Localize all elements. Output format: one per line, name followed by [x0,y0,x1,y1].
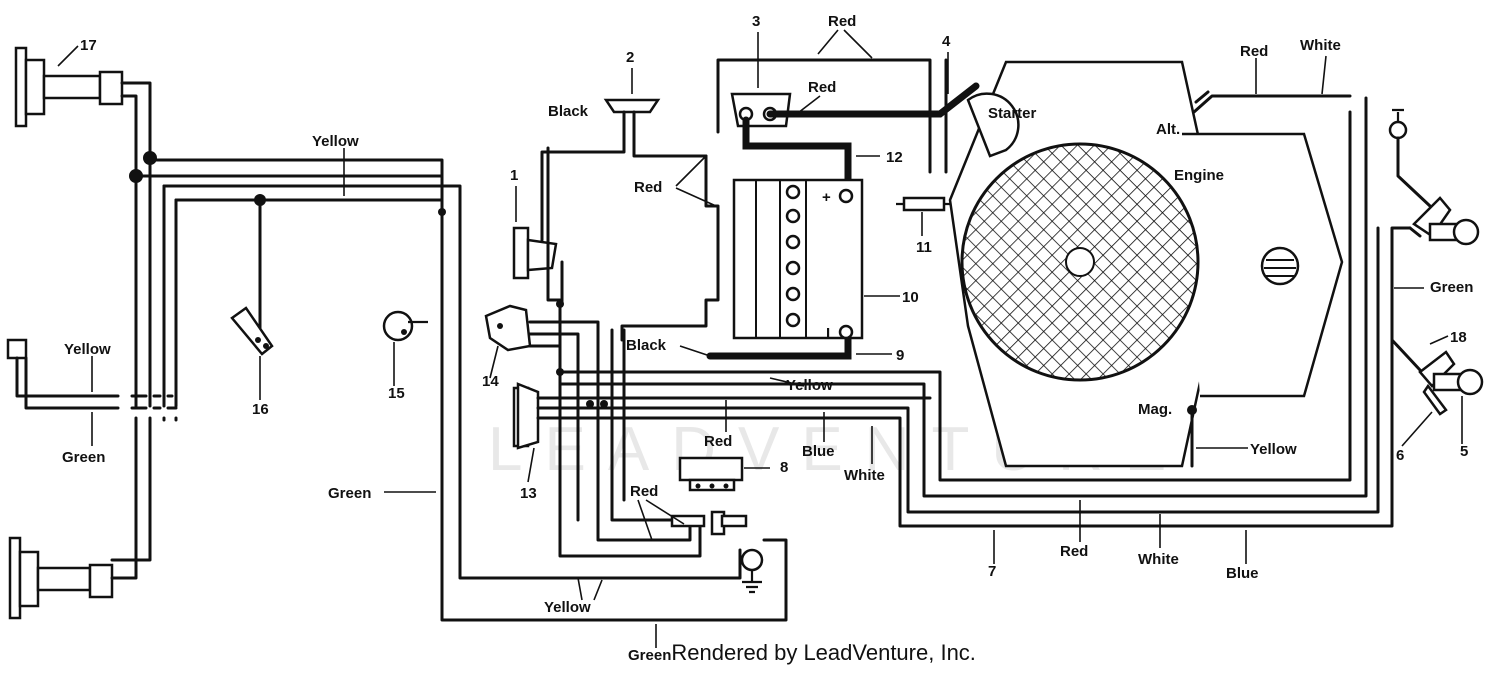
label-green-left: Green [62,449,105,466]
leader-lines [57,29,1463,648]
callout-3: 3 [752,13,760,30]
label-black-top: Black [548,103,589,120]
label-red-lower: Red [704,433,732,450]
callout-12: 12 [886,149,903,166]
headlight-top [14,46,124,128]
tail-light-bottom [1418,350,1484,416]
callout-15: 15 [388,385,405,402]
fuse-11 [896,196,952,212]
label-white-right-top: White [1300,37,1341,54]
label-red-right-top: Red [1240,43,1268,60]
callout-16: 16 [252,401,269,418]
wire-top-4 [174,198,444,214]
callout-5: 5 [1460,443,1468,460]
wire-left-vertical-1 [110,158,152,562]
callout-13: 13 [520,485,537,502]
cable-starter [766,82,980,118]
label-yellow-mid: Yellow [786,377,833,394]
wire-headlight-top-a [120,81,152,162]
label-yellow-left: Yellow [64,341,111,358]
ignition-switch [512,146,564,374]
flywheel-hub [1065,247,1095,277]
callout-2: 2 [626,49,634,66]
wire-yellow-top [148,158,444,214]
wire-green-left [24,356,178,410]
solenoid-3 [730,92,792,128]
wire-red-left-drop [620,154,720,342]
callout-7: 7 [988,563,996,580]
label-red-left: Red [634,179,662,196]
seat-switch [230,198,274,356]
label-engine: Engine [1174,167,1224,184]
battery-10 [732,178,864,340]
label-red-relay: Red [630,483,658,500]
wire-green-main [440,210,788,622]
footer-credit: GreenRendered by LeadVenture, Inc. [628,640,976,666]
label-red-bottom: Red [1060,543,1088,560]
label-mag: Mag. [1138,401,1172,418]
wire-center-3 [596,368,692,542]
engine-vent [1260,246,1300,286]
credit-text: Rendered by LeadVenture, Inc. [671,640,976,665]
tail-light-top [1412,196,1480,246]
label-green-right: Green [1430,279,1473,296]
relay-13 [512,382,540,450]
label-green-bottom: Green [628,647,672,664]
callout-6: 6 [1396,447,1404,464]
callout-11: 11 [916,239,932,256]
wire-center-1 [558,370,702,558]
callout-14: 14 [482,373,499,390]
label-blue-bottom: Blue [1226,565,1259,582]
battery-positive-label: + [822,189,831,206]
label-red-top: Red [828,13,856,30]
label-yellow-right: Yellow [1250,441,1297,458]
wire-alt [1192,90,1352,114]
label-green-mid: Green [328,485,371,502]
cable-battery-negative [706,330,852,360]
wire-yellow-left [15,356,174,398]
label-starter: Starter [988,105,1037,122]
wire-horiz-4 [536,226,1380,514]
callout-18: 18 [1450,329,1467,346]
wire-horiz-2 [558,96,1368,498]
switch-2 [540,98,708,242]
regulator-8 [678,456,744,492]
label-black-bottom: Black [626,337,667,354]
label-yellow-bottom: Yellow [544,599,591,616]
connector-red-pair [670,510,748,536]
wire-headlight-top-b [120,94,138,178]
label-red-mid: Red [808,79,836,96]
callout-9: 9 [896,347,904,364]
wire-horiz-5 [536,226,1412,528]
battery-negative-label: I [826,325,830,342]
wire-top-3 [162,184,742,580]
callout-1: 1 [510,167,518,184]
callout-8: 8 [780,459,788,476]
callout-17: 17 [80,37,97,54]
switch-14 [484,300,600,374]
ground-symbol-right [1388,108,1432,208]
wire-horiz-yellow [558,110,1352,482]
wire-left-vertical-2 [110,174,138,580]
label-white-mid: White [844,467,885,484]
cable-battery-positive [742,116,852,194]
callout-4: 4 [942,33,951,50]
ground-fuse [740,548,764,594]
wire-green-right [1390,226,1422,372]
connector-left [6,338,28,360]
label-white-bottom: White [1138,551,1179,568]
label-alt: Alt. [1156,121,1180,138]
label-yellow-top: Yellow [312,133,359,150]
label-blue-mid: Blue [802,443,835,460]
light-15 [382,310,428,342]
headlight-bottom [8,536,114,620]
callout-10: 10 [902,289,919,306]
